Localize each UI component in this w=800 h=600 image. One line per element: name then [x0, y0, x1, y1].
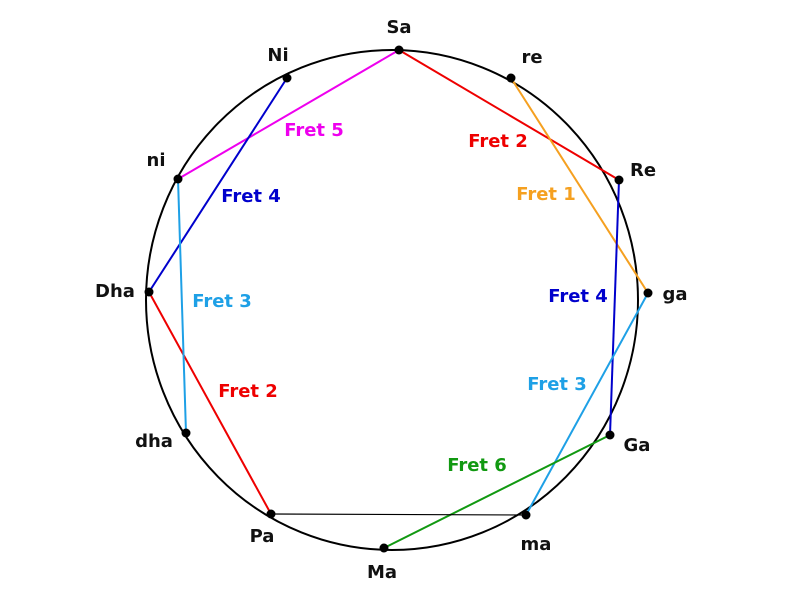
note-circle — [145, 49, 639, 551]
note-label-re: re — [521, 47, 542, 68]
fret-label-ni-dha: Fret 3 — [192, 291, 252, 312]
connection-line-sa-ni — [177, 49, 400, 180]
note-dot-ga — [643, 288, 653, 298]
note-label-Ni: Ni — [267, 45, 288, 66]
note-dot-sa — [394, 45, 404, 55]
connection-line-Dha-Ni — [148, 77, 288, 293]
fret-label-sa-ni: Fret 5 — [284, 120, 344, 141]
connection-line-Ga-Ma — [383, 434, 611, 549]
note-label-ga: ga — [662, 284, 687, 305]
note-label-ma: ma — [521, 534, 552, 555]
note-dot-ma — [521, 510, 531, 520]
note-dot-Ma — [379, 543, 389, 553]
note-dot-re — [506, 73, 516, 83]
note-dot-Dha — [144, 287, 154, 297]
fret-labels: Fret 2 Fret 5 Fret 1 Fret 4 Fret 3 Fret 6 Fret… — [192, 120, 608, 476]
note-label-dha: dha — [135, 431, 173, 452]
note-label-sa: Sa — [386, 17, 411, 38]
connection-line-re-ga — [510, 77, 649, 294]
note-label-Dha: Dha — [95, 281, 135, 302]
connection-line-ni-dha — [177, 178, 187, 434]
note-label-Ma: Ma — [367, 562, 397, 583]
note-dot-Ga — [605, 430, 615, 440]
note-label-Ga: Ga — [624, 435, 651, 456]
note-label-ni: ni — [147, 150, 166, 171]
fret-label-re-ga: Fret 1 — [516, 184, 576, 205]
fret-label-Dha-Ni: Fret 4 — [221, 186, 281, 207]
fret-label-Re-Ga: Fret 4 — [548, 286, 608, 307]
connection-line-Pa-Dha — [148, 291, 272, 515]
fret-label-Pa-Dha: Fret 2 — [218, 381, 278, 402]
note-dot-dha — [181, 428, 191, 438]
note-dot-ni — [173, 174, 183, 184]
connection-line-sa-Re — [398, 49, 620, 181]
note-label-Pa: Pa — [250, 526, 275, 547]
note-dot-Re — [614, 175, 624, 185]
connection-line-ma-Pa — [270, 513, 527, 516]
note-dot-Ni — [282, 73, 292, 83]
connection-line-ga-ma — [525, 292, 649, 516]
fret-label-ga-ma: Fret 3 — [527, 374, 587, 395]
fret-label-Ga-Ma: Fret 6 — [447, 455, 507, 476]
note-dots — [144, 45, 653, 553]
fret-label-sa-Re: Fret 2 — [468, 131, 528, 152]
note-label-Re: Re — [630, 160, 656, 181]
connection-lines — [148, 49, 649, 549]
connection-line-Re-Ga — [609, 179, 620, 436]
note-dot-Pa — [266, 509, 276, 519]
